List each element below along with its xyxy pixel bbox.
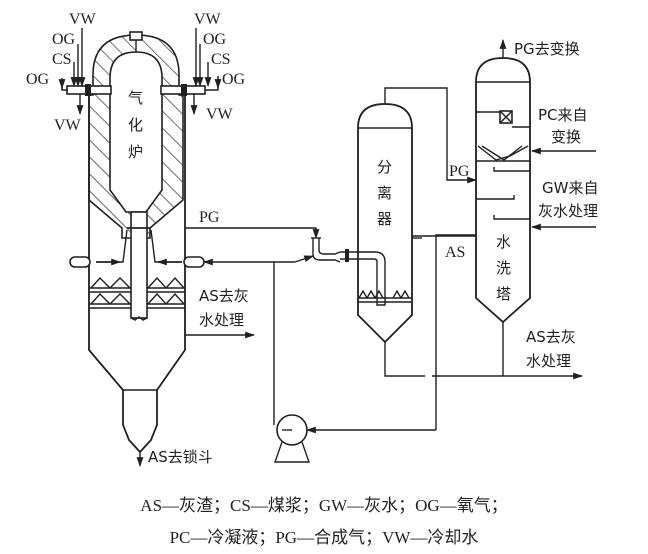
gasifier-packing	[89, 276, 185, 309]
piping	[136, 39, 596, 467]
right-quench-inlet	[183, 256, 205, 268]
gasifier-chamber	[109, 51, 163, 213]
label-og-right-2: OG	[222, 71, 246, 88]
label-as-to-gw-left-1: AS去灰	[199, 287, 249, 305]
gasifier	[66, 31, 206, 454]
venturi-scrubber	[311, 237, 341, 263]
wash-tower	[475, 57, 531, 324]
label-og-left-1: OG	[52, 31, 76, 48]
label-pc-from-shift-1: PC来自	[538, 106, 588, 124]
labels: VW OG CS OG VW VW OG CS OG VW 气 化 炉 PG A…	[26, 11, 598, 466]
scrubber-label-2: 洗	[496, 259, 511, 277]
label-cs-left: CS	[52, 51, 72, 68]
legend-line-1: AS—灰渣；CS—煤浆；GW—灰水；OG—氧气；	[140, 496, 508, 515]
label-cs-right: CS	[211, 51, 231, 68]
label-as-to-gw-left-2: 水处理	[199, 311, 244, 329]
label-vw-right-bottom: VW	[206, 106, 234, 123]
gasifier-top-nozzle	[129, 31, 143, 41]
label-pg-gasifier: PG	[199, 209, 220, 226]
gasifier-label-2: 化	[128, 116, 143, 134]
scrubber-label-3: 塔	[496, 285, 511, 303]
label-vw-right-top: VW	[194, 11, 222, 28]
label-as-to-lock-hopper: AS去锁斗	[148, 448, 213, 466]
left-burner-feeds	[58, 28, 86, 115]
label-og-left-2: OG	[26, 71, 50, 88]
label-pg-to-shift: PG去变换	[514, 40, 580, 58]
label-og-right-1: OG	[203, 31, 227, 48]
label-as-scrubber: AS	[445, 244, 465, 261]
separator-label-2: 离	[377, 184, 392, 202]
separator	[340, 103, 413, 344]
label-as-to-gw-right-1: AS去灰	[526, 328, 576, 346]
left-quench-inlet	[69, 256, 91, 268]
label-gw-from-1: GW来自	[542, 179, 598, 197]
separator-label-1: 分	[377, 158, 392, 176]
label-vw-left-bottom: VW	[54, 117, 82, 134]
label-as-to-gw-right-2: 水处理	[526, 352, 571, 370]
label-gw-from-2: 灰水处理	[538, 202, 598, 220]
gasifier-label-3: 炉	[128, 143, 143, 161]
label-pc-from-shift-2: 变换	[551, 128, 581, 146]
separator-label-3: 器	[377, 210, 392, 228]
gasifier-label-1: 气	[128, 89, 143, 107]
legend-line-2: PC—冷凝液；PG—合成气；VW—冷却水	[169, 528, 479, 547]
label-pg-scrubber: PG	[449, 163, 470, 180]
dip-tube	[130, 211, 148, 319]
right-burner-feeds	[190, 28, 222, 115]
scrubber-label-1: 水	[496, 233, 511, 251]
label-vw-left-top: VW	[69, 11, 97, 28]
